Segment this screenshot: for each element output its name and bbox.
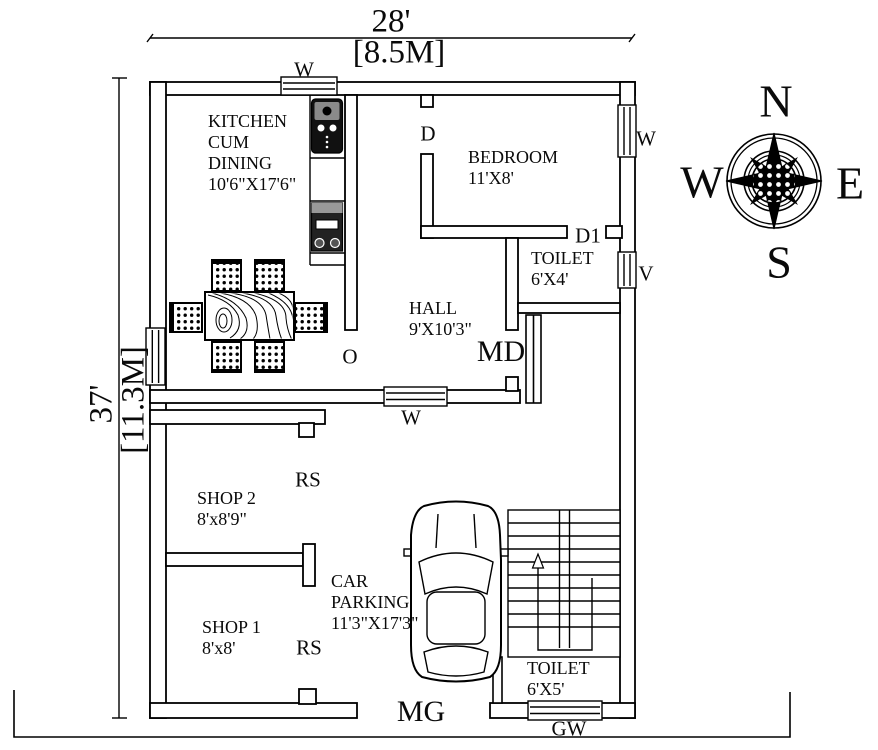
window-marker-hall: W: [401, 405, 421, 430]
toilet-lower-label: TOILET 6'X5': [527, 658, 590, 700]
car-parking-line2: PARKING: [331, 592, 410, 612]
kitchen-size: 10'6"X17'6": [208, 174, 297, 194]
shop1-label: SHOP 1 8'x8': [202, 617, 261, 659]
dining-set: [169, 259, 328, 373]
compass-rose-icon: [725, 132, 823, 230]
door-marker-d1: D1: [575, 223, 601, 248]
car-parking-size: 11'3"X17'3": [331, 613, 419, 633]
car-parking-label: CAR PARKING 11'3"X17'3": [331, 571, 419, 634]
compass-n: N: [759, 75, 793, 127]
shutter-marker-shop2: RS: [295, 467, 321, 492]
compass-w: W: [680, 156, 724, 208]
dim-height-meters: [11.3M]: [115, 346, 152, 454]
shop1-size: 8'x8': [202, 638, 236, 658]
window-left: [145, 327, 166, 386]
compass-e: E: [835, 157, 865, 209]
kitchen-line1: KITCHEN: [208, 111, 287, 131]
main-gate-marker: MG: [396, 695, 446, 728]
stair-up-arrow: [531, 552, 545, 569]
sink-icon: [310, 98, 344, 154]
window-marker-top: W: [294, 57, 314, 82]
kitchen-line3: DINING: [208, 153, 272, 173]
car-icon: [403, 500, 509, 683]
staircase: [507, 509, 621, 658]
car-parking-line1: CAR: [331, 571, 369, 591]
shop2-name: SHOP 2: [197, 488, 256, 508]
window-top: [280, 76, 338, 96]
hall-label: HALL 9'X10'3": [409, 298, 472, 340]
plot-boundary: [13, 690, 791, 738]
bedroom-label: BEDROOM 11'X8': [468, 147, 558, 189]
shop1-name: SHOP 1: [202, 617, 261, 637]
toilet-upper-label: TOILET 6'X4': [531, 248, 594, 290]
gate-window-marker: GW: [551, 716, 587, 741]
bedroom-name: BEDROOM: [468, 147, 559, 167]
compass-s: S: [766, 236, 792, 288]
toilet-upper-size: 6'X4': [531, 269, 569, 289]
dim-width-feet: 28': [371, 3, 411, 40]
toilet-upper-name: TOILET: [531, 248, 594, 268]
kitchen-line2: CUM: [208, 132, 250, 152]
vent-toilet-right: [617, 251, 637, 289]
hall-size: 9'X10'3": [409, 319, 472, 339]
shop2-size: 8'x8'9": [197, 509, 247, 529]
hall-name: HALL: [409, 298, 457, 318]
dimension-lines: [112, 33, 636, 719]
bedroom-size: 11'X8': [468, 168, 514, 188]
stove-icon: [310, 202, 344, 252]
window-bedroom-right: [617, 104, 637, 158]
table-woodgrain: [207, 293, 293, 339]
door-marker-d: D: [420, 121, 436, 146]
toilet-lower-name: TOILET: [527, 658, 590, 678]
toilet-lower-size: 6'X5': [527, 679, 565, 699]
shop2-label: SHOP 2 8'x8'9": [197, 488, 256, 530]
shutter-marker-shop1: RS: [296, 635, 322, 660]
kitchen-label: KITCHEN CUM DINING 10'6"X17'6": [208, 111, 296, 195]
window-hall: [383, 386, 448, 407]
dim-width-meters: [8.5M]: [352, 34, 446, 71]
main-door-leaf: [525, 314, 542, 404]
kitchen-counter: [309, 95, 345, 266]
gate-window: [527, 700, 603, 721]
opening-marker-o: O: [342, 344, 358, 369]
main-door-marker: MD: [476, 335, 526, 368]
window-marker-right: W: [636, 126, 656, 151]
vent-marker-v: V: [638, 261, 654, 286]
